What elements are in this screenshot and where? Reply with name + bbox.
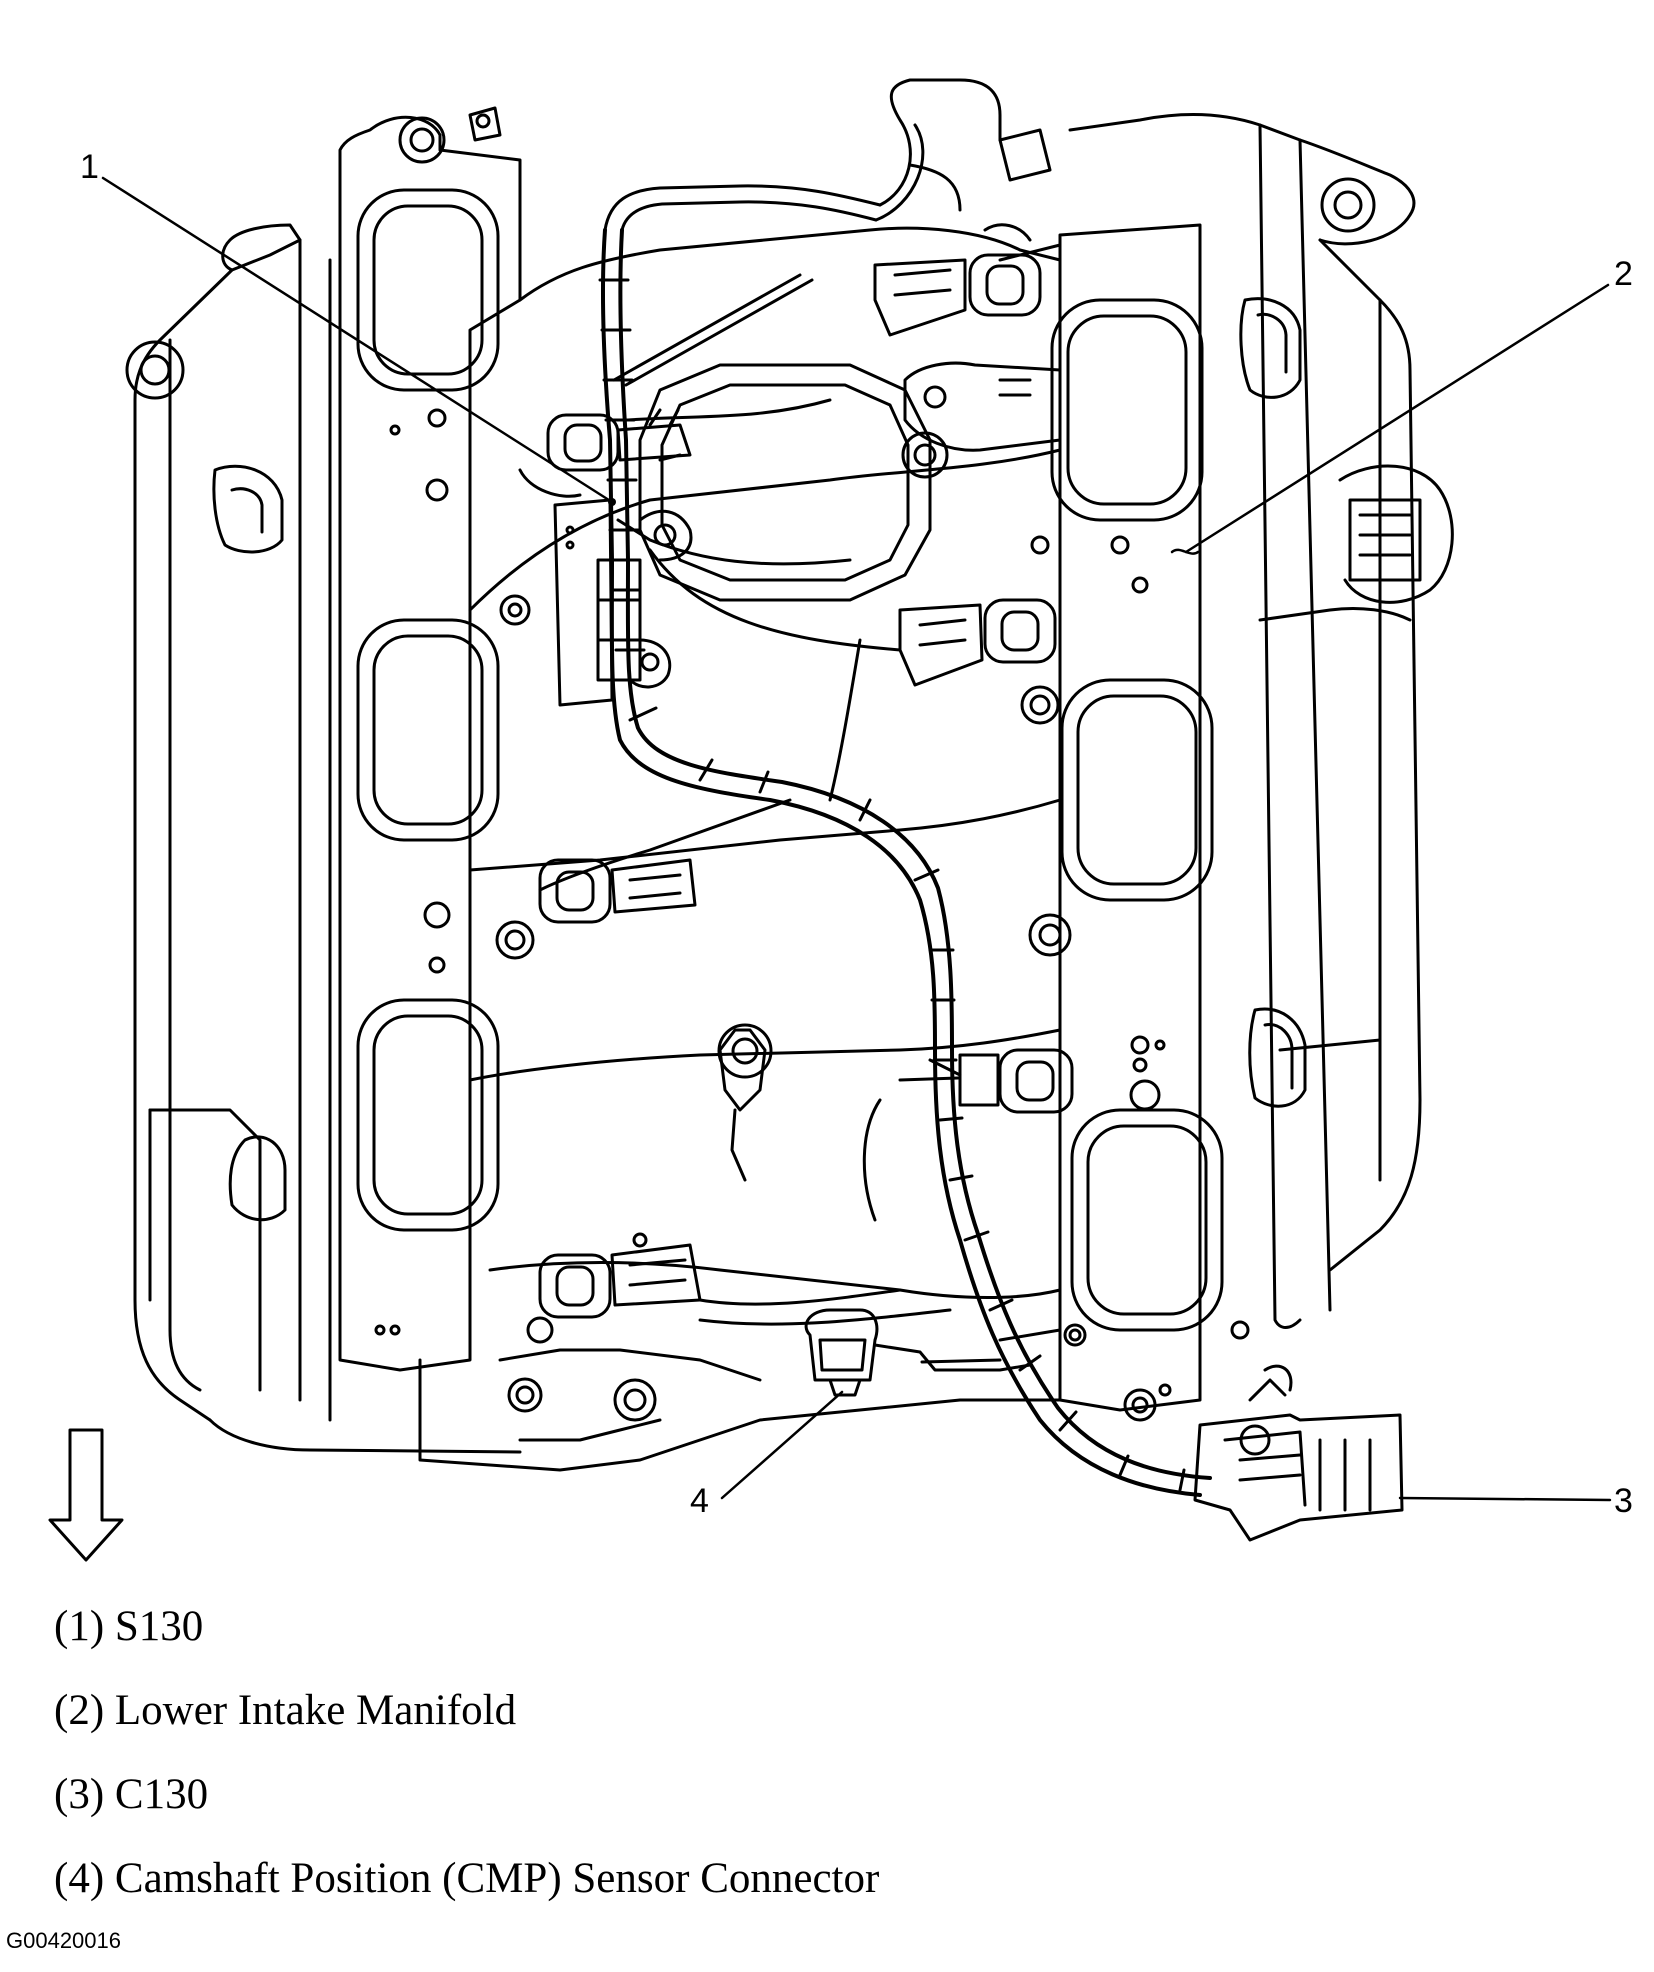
legend-item-lower-intake-manifold: (2) Lower Intake Manifold — [54, 1687, 517, 1734]
left-flange — [338, 106, 522, 1372]
figure-id: G00420016 — [6, 1928, 121, 1953]
injector — [898, 598, 1057, 687]
s130-bracket — [553, 361, 1062, 707]
legend-item-cmp-sensor-connector: (4) Camshaft Position (CMP) Sensor Conne… — [54, 1855, 880, 1902]
callout-number-3: 3 — [1614, 1482, 1633, 1520]
direction-arrow — [48, 1428, 124, 1562]
right-flange — [998, 223, 1271, 1456]
injector — [538, 1243, 702, 1319]
legend-item-s130: (1) S130 — [54, 1603, 204, 1650]
legend: (1) S130 (2) Lower Intake Manifold (3) C… — [54, 1585, 879, 1921]
injector — [898, 1048, 1074, 1114]
legend-item-c130: (3) C130 — [54, 1771, 209, 1818]
callout-number-2: 2 — [1614, 255, 1633, 293]
injector — [518, 408, 692, 498]
callout-number-4: 4 — [690, 1482, 709, 1520]
fuel-injectors — [518, 223, 1074, 1319]
injector — [538, 858, 697, 924]
right-manifold-body — [1068, 113, 1454, 1329]
callout-number-1: 1 — [80, 148, 99, 186]
center-runners — [418, 226, 1161, 1472]
left-manifold-body — [125, 223, 522, 1454]
leader-lines — [101, 176, 1612, 1502]
injector — [873, 223, 1042, 337]
